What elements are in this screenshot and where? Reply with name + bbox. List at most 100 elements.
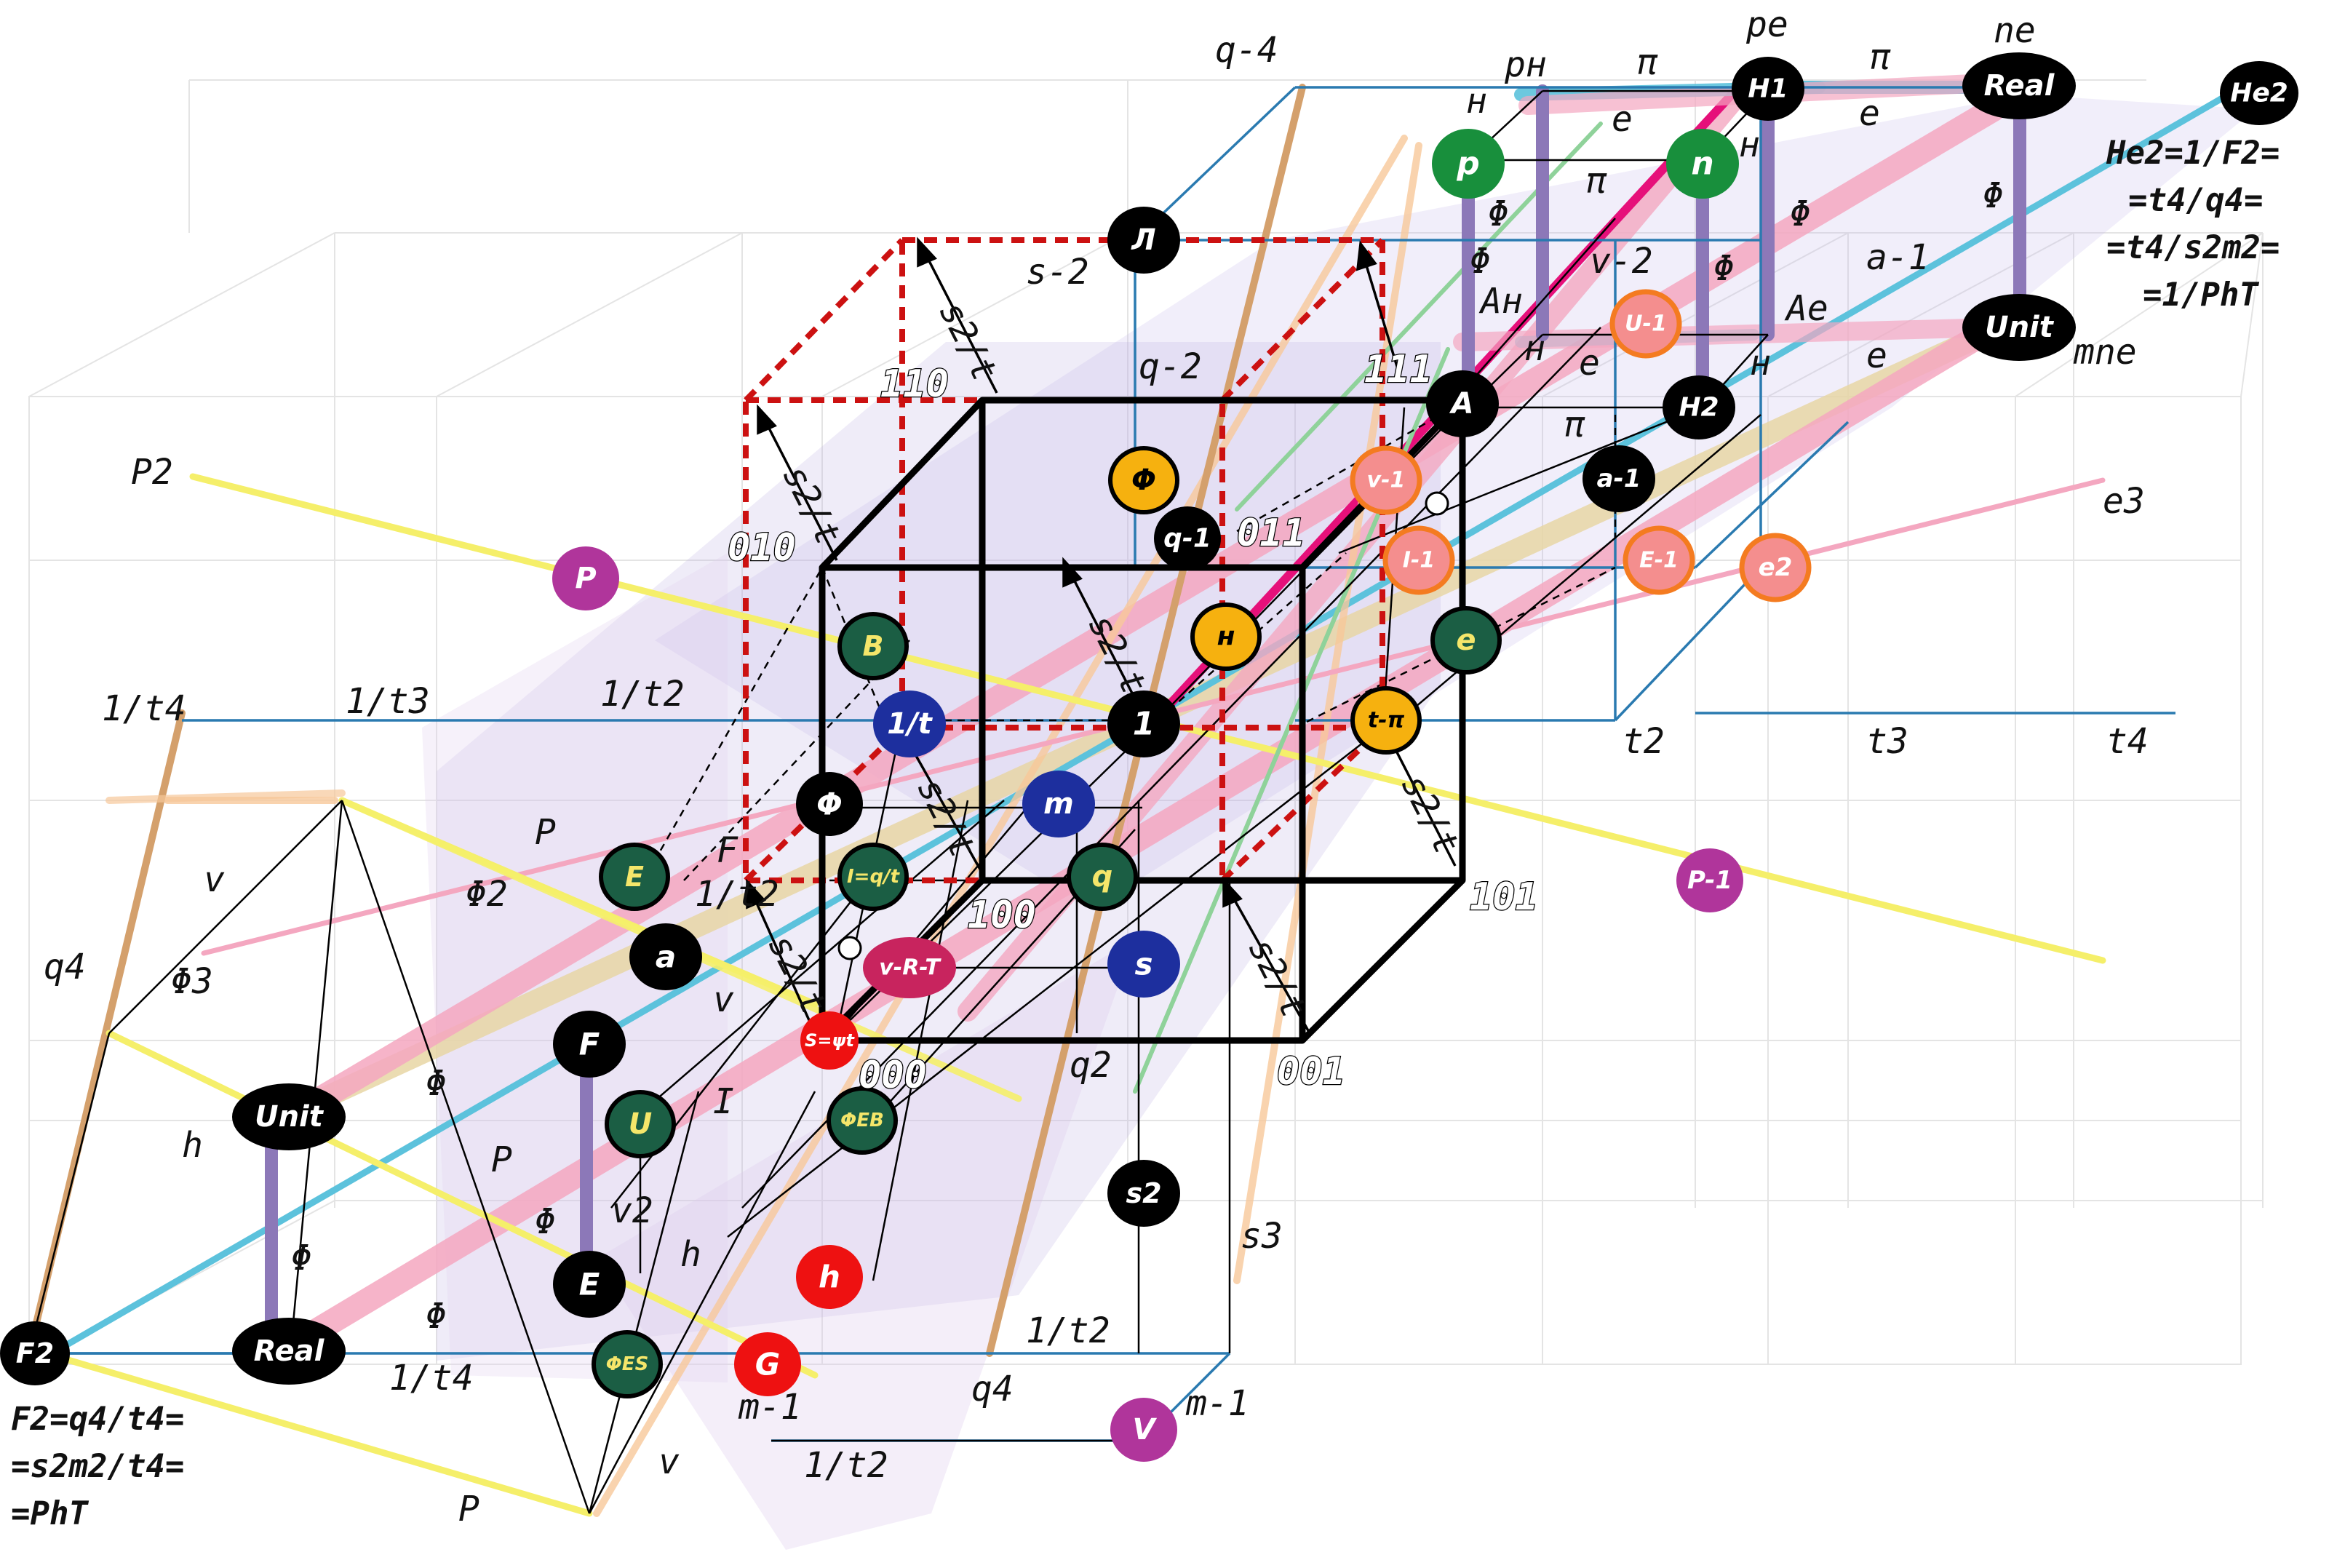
vertex-110: 110 [880,362,949,406]
label-F-left: F [717,830,738,871]
open-circle-marker-2 [1425,491,1449,516]
node-one-t: 1/t [873,691,946,757]
node-V: V [1110,1398,1177,1462]
label-ae: Ae [1784,288,1828,329]
node-Unit-tr-label: Unit [1985,311,2055,344]
node-s2-shape [1107,1160,1180,1227]
label-ne: ne [1994,10,2036,51]
formula-he2-line4: =1/PhT [2143,276,2259,314]
node-G-label: G [755,1347,780,1382]
label-phi-4: Φ [1713,248,1735,289]
node-n-o-label: н [1217,622,1235,652]
label-h-1: h [182,1125,203,1166]
node-n-o: н [1190,602,1262,671]
node-E-g: E [599,843,670,911]
node-p: p [1432,129,1505,199]
node-one-label: 1 [1133,706,1155,743]
node-U1-shape [1609,289,1682,359]
node-n-shape [1666,129,1739,199]
label-v-bottom: v [658,1441,680,1482]
node-I1-label: I-1 [1403,548,1436,573]
node-iqt-shape [837,843,909,911]
node-n: n [1666,129,1739,199]
node-one-t-label: 1/t [887,707,933,741]
node-a: a [629,923,702,990]
node-B: B [837,612,909,680]
node-phi-es-shape [592,1330,663,1398]
node-a1-label: a-1 [1597,464,1641,493]
node-V-shape [1110,1398,1177,1462]
node-one-t-shape [873,691,946,757]
label-h-2: h [680,1234,701,1275]
node-H2: H2 [1663,375,1735,439]
label-1-over-t2-c: 1/t2 [1026,1310,1110,1351]
node-E1-shape [1623,525,1695,595]
node-phi-bl-shape [796,772,863,836]
vertex-001: 001 [1277,1050,1345,1094]
label-e-2: e [1859,93,1880,134]
node-s: s [1107,931,1180,998]
node-S-label: S=ψt [805,1030,855,1051]
node-e-label: e [1456,624,1476,657]
node-F2-label: F2 [16,1337,54,1369]
formula-f2-line1: F2=q4/t4= [11,1401,184,1438]
node-P1: P-1 [1676,848,1743,912]
node-a1: a-1 [1582,445,1655,512]
vertex-000: 000 [859,1054,927,1097]
label-q-minus-2: q-2 [1139,346,1202,387]
node-s2-label: s2 [1126,1177,1161,1209]
node-I1: I-1 [1382,525,1455,595]
node-n-o-shape [1190,602,1262,671]
node-h: h [796,1245,863,1309]
node-H2-shape [1663,375,1735,439]
node-e2-label: e2 [1759,553,1793,582]
purple-bars [265,81,2026,1360]
node-a-shape [629,923,702,990]
formulas: He2=1/F2= =t4/q4= =t4/s2m2= =1/PhT F2=q4… [11,135,2280,1532]
node-one: 1 [1107,691,1180,757]
label-q4-b: q4 [971,1369,1014,1409]
open-circle-marker-1 [837,936,862,960]
label-pi-3: π [1586,161,1607,202]
node-Unit-tr: Unit [1962,294,2076,361]
node-F-label: F [579,1027,600,1062]
label-n-1: н [1466,81,1487,122]
node-v1: v-1 [1350,445,1422,515]
label-P-2: P [491,1139,512,1180]
label-m-minus-1-b: m-1 [1185,1383,1249,1424]
label-phi-5: Φ [1983,175,2004,216]
node-Real-l-shape [232,1318,346,1385]
node-P: P [552,546,619,610]
node-I1-shape [1382,525,1455,595]
node-t-pi-label: t-π [1368,708,1405,733]
vertex-011: 011 [1237,512,1305,555]
node-S-shape [800,1011,859,1070]
node-B-shape [837,612,909,680]
label-s-minus-2: s-2 [1026,252,1089,292]
node-e2-shape [1739,533,1812,602]
node-p-shape [1432,129,1505,199]
node-m-label: m [1043,787,1074,821]
label-q4: q4 [44,947,86,987]
label-t4: t4 [2106,721,2149,762]
node-phi-o1-shape [1108,446,1179,514]
node-v1-label: v-1 [1367,468,1406,493]
node-H1-label: H1 [1748,74,1788,104]
label-1-over-t2-b: 1/t2 [695,874,779,915]
label-s3: s3 [1241,1216,1283,1257]
label-pn: pн [1504,44,1547,85]
vertex-101: 101 [1470,875,1538,919]
node-A-label: A [1449,387,1474,421]
node-h-label: h [819,1259,840,1295]
node-S: S=ψt [800,1011,859,1070]
node-iqt-label: I=q/t [847,866,901,888]
node-U-shape [605,1090,676,1158]
label-e3: e3 [2103,481,2145,522]
node-F: F [553,1011,626,1078]
label-phi2: Φ2 [466,874,508,915]
label-t3: t3 [1866,721,1908,762]
vertex-111: 111 [1364,348,1433,391]
node-Real-tr-label: Real [1984,69,2055,103]
label-1-over-t3: 1/t3 [346,681,430,722]
label-v-minus-2: v-2 [1590,241,1653,282]
